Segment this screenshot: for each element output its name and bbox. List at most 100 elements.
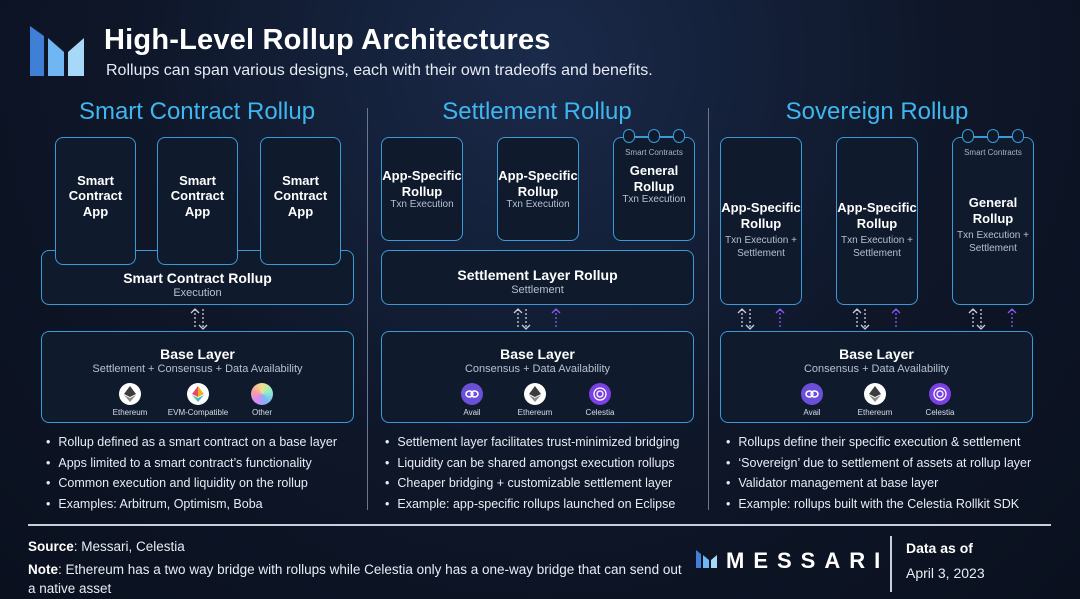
messari-logo-icon	[30, 26, 84, 76]
ethereum-chain: Ethereum	[840, 383, 910, 417]
one-way-arrow-icon	[551, 308, 561, 329]
box-title: Smart Contract Rollup	[123, 270, 272, 286]
two-way-arrow-icon	[513, 308, 531, 330]
box-title: General Rollup	[968, 195, 1018, 226]
box-subtitle: Txn Execution + Settlement	[725, 235, 797, 259]
box-subtitle: Settlement + Consensus + Data Availabili…	[92, 362, 303, 375]
two-way-arrow-icon	[190, 308, 208, 330]
avail-chain: Avail	[437, 383, 507, 417]
box-subtitle: Txn Execution + Settlement	[957, 230, 1029, 254]
app-specific-rollup-box: App-Specific Rollup Txn Execution + Sett…	[720, 137, 802, 305]
box-title: Settlement Layer Rollup	[457, 267, 618, 283]
page-title: High-Level Rollup Architectures	[104, 24, 551, 56]
chain-label: Other	[251, 408, 272, 417]
two-way-arrow-icon	[737, 308, 755, 330]
chain-label: Celestia	[925, 408, 955, 417]
box-title: Smart Contract App	[273, 172, 328, 219]
list-item: Example: rollups built with the Celestia…	[726, 494, 1031, 515]
source-text: : Messari, Celestia	[73, 539, 185, 554]
box-subtitle: Settlement	[511, 283, 564, 296]
chain-label: Ethereum	[112, 408, 148, 417]
smart-contracts-tag: Smart Contracts	[964, 148, 1022, 157]
list-item: Common execution and liquidity on the ro…	[46, 473, 337, 494]
chain-label: EVM-Compatible	[167, 408, 229, 417]
box-title: Smart Contract App	[68, 172, 123, 219]
ethereum-icon	[524, 383, 546, 405]
list-item: Settlement layer facilitates trust-minim…	[385, 432, 679, 453]
celestia-chain: Celestia	[905, 383, 975, 417]
settlement-bullets: Settlement layer facilitates trust-minim…	[385, 432, 679, 514]
one-way-arrow-icon	[1007, 308, 1017, 329]
smart-contracts-tag: Smart Contracts	[625, 148, 683, 157]
box-subtitle: Txn Execution	[390, 199, 454, 211]
date-label: Data as of	[906, 540, 973, 556]
column-divider	[708, 108, 709, 510]
contract-bead-icon	[962, 129, 974, 143]
chain-label: Ethereum	[857, 408, 893, 417]
chain-label: Celestia	[585, 408, 615, 417]
list-item: Apps limited to a smart contract’s funct…	[46, 453, 337, 474]
ethereum-chain: Ethereum	[95, 383, 165, 417]
ethereum-icon	[864, 383, 886, 405]
box-title: App-Specific Rollup	[382, 168, 462, 199]
sovereign-bullets: Rollups define their specific execution …	[726, 432, 1031, 514]
footer-vertical-divider	[890, 536, 892, 592]
box-title: Base Layer	[500, 346, 575, 362]
app-specific-rollup-box: App-Specific Rollup Txn Execution + Sett…	[836, 137, 918, 305]
page-subtitle: Rollups can span various designs, each w…	[106, 62, 653, 79]
messari-wordmark: MESSARI	[726, 548, 890, 573]
date-value: April 3, 2023	[906, 565, 985, 581]
general-rollup-box: Smart Contracts General Rollup Txn Execu…	[952, 137, 1034, 305]
contract-bead-icon	[987, 129, 999, 143]
list-item: ‘Sovereign’ due to settlement of assets …	[726, 453, 1031, 474]
column-title-settlement: Settlement Rollup	[442, 98, 632, 125]
celestia-icon	[589, 383, 611, 405]
contract-bead-icon	[623, 129, 635, 143]
chain-label: Ethereum	[517, 408, 553, 417]
source-label: Source	[28, 539, 74, 554]
box-title: App-Specific Rollup	[837, 200, 917, 231]
box-subtitle: Consensus + Data Availability	[803, 362, 950, 375]
contract-bead-icon	[673, 129, 685, 143]
contract-bead-icon	[1012, 129, 1024, 143]
avail-chain: Avail	[777, 383, 847, 417]
smart-contract-bullets: Rollup defined as a smart contract on a …	[46, 432, 337, 514]
column-title-smart-contract: Smart Contract Rollup	[78, 98, 316, 125]
note-line: Note: Ethereum has a two way bridge with…	[28, 560, 688, 598]
box-title: General Rollup	[629, 163, 679, 194]
celestia-icon	[929, 383, 951, 405]
evm-compatible-chain: EVM-Compatible	[163, 383, 233, 417]
messari-logo-icon	[696, 550, 717, 568]
column-divider	[367, 108, 368, 510]
avail-icon	[801, 383, 823, 405]
base-layer-box: Base Layer Settlement + Consensus + Data…	[41, 331, 354, 423]
source-line: Source: Messari, Celestia	[28, 539, 185, 554]
one-way-arrow-icon	[891, 308, 901, 329]
list-item: Cheaper bridging + customizable settleme…	[385, 473, 679, 494]
app-specific-rollup-box: App-Specific Rollup Txn Execution	[381, 137, 463, 241]
smart-contract-app-box: Smart Contract App	[260, 137, 341, 265]
evm-compatible-icon	[187, 383, 209, 405]
list-item: Liquidity can be shared amongst executio…	[385, 453, 679, 474]
base-layer-box: Base Layer Consensus + Data Availability	[381, 331, 694, 423]
smart-contract-app-box: Smart Contract App	[55, 137, 136, 265]
ethereum-icon	[119, 383, 141, 405]
ethereum-chain: Ethereum	[500, 383, 570, 417]
box-subtitle: Txn Execution + Settlement	[841, 235, 913, 259]
two-way-arrow-icon	[968, 308, 986, 330]
box-title: App-Specific Rollup	[721, 200, 801, 231]
list-item: Example: app-specific rollups launched o…	[385, 494, 679, 515]
celestia-chain: Celestia	[565, 383, 635, 417]
box-subtitle: Txn Execution	[506, 199, 570, 211]
list-item: Examples: Arbitrum, Optimism, Boba	[46, 494, 337, 515]
smart-contract-app-box: Smart Contract App	[157, 137, 238, 265]
list-item: Validator management at base layer	[726, 473, 1031, 494]
box-subtitle: Consensus + Data Availability	[464, 362, 611, 375]
note-text: : Ethereum has a two way bridge with rol…	[28, 562, 682, 596]
settlement-layer-rollup-box: Settlement Layer Rollup Settlement	[381, 250, 694, 305]
column-title-sovereign: Sovereign Rollup	[785, 98, 969, 125]
footer-divider	[28, 524, 1051, 526]
list-item: Rollups define their specific execution …	[726, 432, 1031, 453]
box-title: Base Layer	[160, 346, 235, 362]
one-way-arrow-icon	[775, 308, 785, 329]
